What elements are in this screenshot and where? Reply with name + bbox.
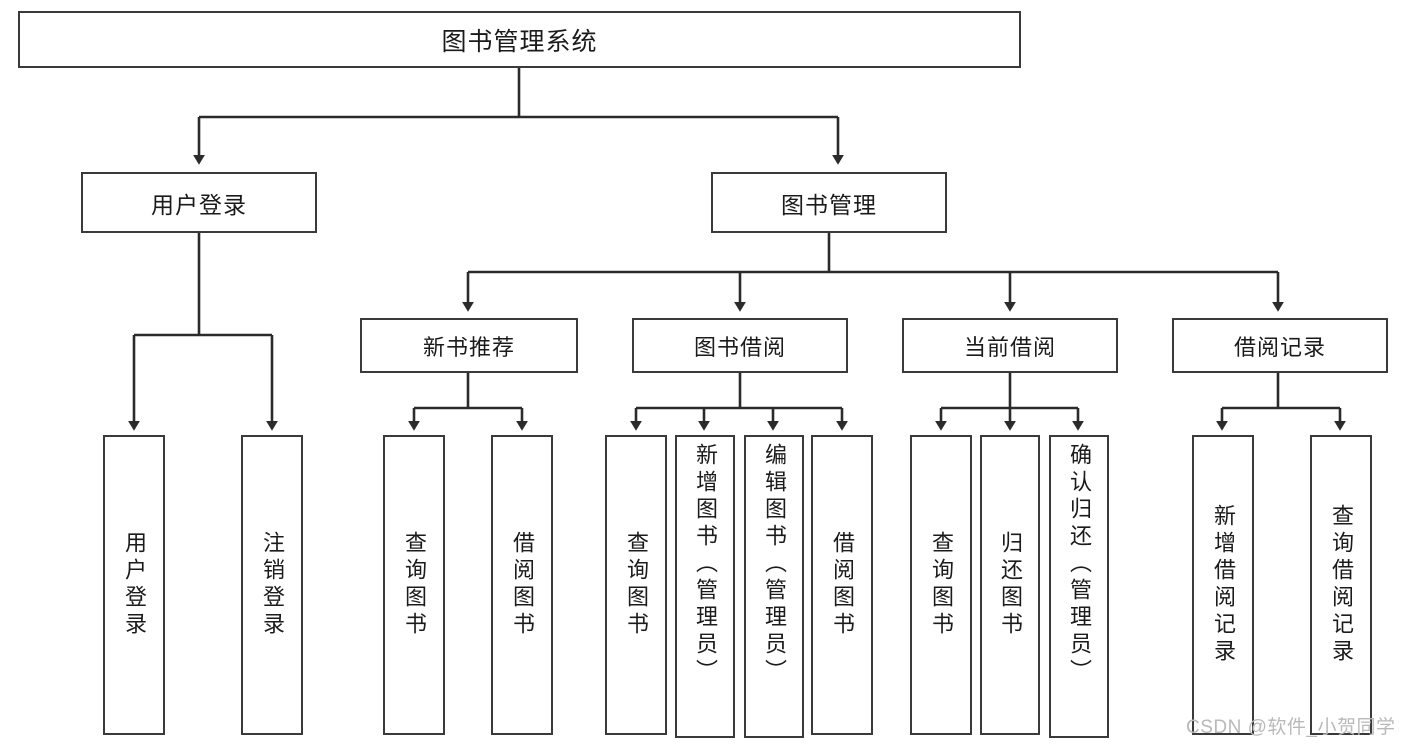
node-root[interactable]: 图书管理系统 xyxy=(18,11,1021,68)
node-new-book-rec-label: 新书推荐 xyxy=(422,334,515,360)
node-book-borrow-label: 图书借阅 xyxy=(693,334,786,360)
leaf-text-wrap: 注销登录 xyxy=(243,437,301,733)
node-leaf-query-book-3[interactable]: 查询图书 xyxy=(910,435,972,735)
node-leaf-edit-book-label: 编辑图书（管理员） xyxy=(762,443,787,686)
node-leaf-query-book-1[interactable]: 查询图书 xyxy=(383,435,445,735)
node-leaf-confirm-return-label: 确认归还（管理员） xyxy=(1067,443,1092,686)
leaf-text-wrap: 查询图书 xyxy=(385,437,443,733)
node-leaf-query-book-2-label: 查询图书 xyxy=(624,531,649,639)
node-leaf-query-book-3-label: 查询图书 xyxy=(929,531,954,639)
node-leaf-borrow-book-2-label: 借阅图书 xyxy=(830,531,855,639)
node-new-book-rec[interactable]: 新书推荐 xyxy=(360,318,578,373)
node-leaf-query-record[interactable]: 查询借阅记录 xyxy=(1310,435,1372,735)
node-root-label: 图书管理系统 xyxy=(441,27,598,56)
node-leaf-user-login[interactable]: 用户登录 xyxy=(103,435,165,735)
node-leaf-user-login-label: 用户登录 xyxy=(122,531,147,639)
node-borrow-record[interactable]: 借阅记录 xyxy=(1172,318,1388,373)
node-leaf-query-book-1-label: 查询图书 xyxy=(402,531,427,639)
node-current-borrow-label: 当前借阅 xyxy=(963,334,1056,360)
node-leaf-borrow-book-1[interactable]: 借阅图书 xyxy=(491,435,553,735)
node-leaf-return-book[interactable]: 归还图书 xyxy=(980,435,1040,735)
node-book-borrow[interactable]: 图书借阅 xyxy=(632,318,848,373)
node-book-manage-label: 图书管理 xyxy=(781,191,877,218)
node-leaf-edit-book[interactable]: 编辑图书（管理员） xyxy=(744,435,804,738)
leaf-text-wrap: 编辑图书（管理员） xyxy=(746,437,802,742)
leaf-text-wrap: 确认归还（管理员） xyxy=(1051,437,1107,742)
node-leaf-query-record-label: 查询借阅记录 xyxy=(1329,504,1354,666)
node-leaf-add-book-label: 新增图书（管理员） xyxy=(693,443,718,686)
leaf-text-wrap: 查询图书 xyxy=(607,437,665,733)
leaf-text-wrap: 新增借阅记录 xyxy=(1194,437,1252,733)
node-leaf-add-book[interactable]: 新增图书（管理员） xyxy=(675,435,735,738)
node-leaf-borrow-book-2[interactable]: 借阅图书 xyxy=(811,435,873,735)
node-leaf-borrow-book-1-label: 借阅图书 xyxy=(510,531,535,639)
leaf-text-wrap: 归还图书 xyxy=(982,437,1038,733)
node-leaf-query-book-2[interactable]: 查询图书 xyxy=(605,435,667,735)
node-leaf-logout-login-label: 注销登录 xyxy=(260,531,285,639)
leaf-text-wrap: 用户登录 xyxy=(105,437,163,733)
csdn-watermark: CSDN @软件_小贺同学 xyxy=(1186,717,1396,738)
leaf-text-wrap: 查询借阅记录 xyxy=(1312,437,1370,733)
node-book-manage[interactable]: 图书管理 xyxy=(711,172,947,233)
leaf-text-wrap: 新增图书（管理员） xyxy=(677,437,733,742)
leaf-text-wrap: 查询图书 xyxy=(912,437,970,733)
leaf-text-wrap: 借阅图书 xyxy=(493,437,551,733)
node-leaf-logout-login[interactable]: 注销登录 xyxy=(241,435,303,735)
node-borrow-record-label: 借阅记录 xyxy=(1233,334,1326,360)
node-leaf-return-book-label: 归还图书 xyxy=(998,531,1023,639)
node-user-login-label: 用户登录 xyxy=(151,191,247,218)
leaf-text-wrap: 借阅图书 xyxy=(813,437,871,733)
node-leaf-add-record-label: 新增借阅记录 xyxy=(1211,504,1236,666)
node-leaf-add-record[interactable]: 新增借阅记录 xyxy=(1192,435,1254,735)
node-leaf-confirm-return[interactable]: 确认归还（管理员） xyxy=(1049,435,1109,738)
node-user-login[interactable]: 用户登录 xyxy=(81,172,317,233)
node-current-borrow[interactable]: 当前借阅 xyxy=(902,318,1118,373)
